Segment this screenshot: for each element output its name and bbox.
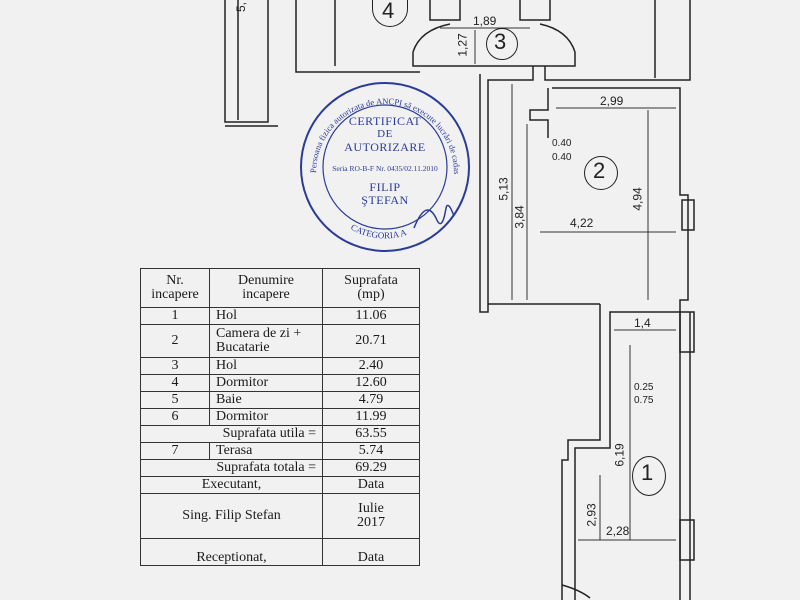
terrace-area: 5.74 xyxy=(322,442,420,460)
stamp-series: Seria RO-B-F Nr. 0435/02.11.2010 xyxy=(332,164,438,173)
header-name: Denumire incapere xyxy=(209,268,323,308)
wall-room-4-right xyxy=(295,0,420,73)
room-3-number: 3 xyxy=(494,29,507,54)
row-name: Hol xyxy=(209,307,323,325)
dim-label-0-40-bottom: 0.40 xyxy=(552,152,572,163)
room-2-number: 2 xyxy=(593,158,606,183)
executant-label: Executant, xyxy=(140,476,323,494)
dim-label-4-94: 4,94 xyxy=(630,187,645,211)
util-value: 63.55 xyxy=(322,425,420,443)
wall-room-2 xyxy=(529,88,549,138)
util-label: Suprafata utila = xyxy=(140,425,323,443)
table-row: 1 Hol 11.06 xyxy=(140,307,420,325)
stamp-line-de: DE xyxy=(377,128,393,140)
row-area: 12.60 xyxy=(322,374,420,392)
row-nr: 3 xyxy=(140,357,210,375)
table-row: 3 Hol 2.40 xyxy=(140,357,420,375)
terrace-nr: 7 xyxy=(140,442,210,460)
row-nr: 2 xyxy=(140,324,210,358)
dim-label-0-40-top: 0.40 xyxy=(552,138,572,149)
stamp-line-autorizare: AUTORIZARE xyxy=(344,140,426,154)
table-row-total: Suprafata totala = 69.29 xyxy=(140,459,420,477)
row-nr: 4 xyxy=(140,374,210,392)
row-area: 2.40 xyxy=(322,357,420,375)
dim-label-2-28: 2,28 xyxy=(606,524,630,538)
terrace-name: Terasa xyxy=(209,442,323,460)
executant-date-month: Iulie xyxy=(358,501,384,516)
table-row-util: Suprafata utila = 63.55 xyxy=(140,425,420,443)
row-name: Dormitor xyxy=(209,408,323,426)
wall-room-3 xyxy=(429,0,551,21)
stamp-circle: Persoana fizica autorizata de ANCPI să e… xyxy=(294,70,470,252)
dim-label-4-22: 4,22 xyxy=(570,216,594,230)
wall-corridor xyxy=(479,66,534,313)
dim-label-5-13: 5,13 xyxy=(496,177,511,201)
dim-label-0-25: 0.25 xyxy=(634,382,654,393)
wall-room-4 xyxy=(224,0,269,123)
table-row: 5 Baie 4.79 xyxy=(140,391,420,409)
room-1-circle xyxy=(632,456,666,496)
door-arc-room-3 xyxy=(412,23,576,53)
stamp-name-last: ŞTEFAN xyxy=(361,193,409,207)
stamp-name-first: FILIP xyxy=(369,180,401,194)
dim-label-5: 5, xyxy=(234,1,249,13)
total-value: 69.29 xyxy=(322,459,420,477)
signature xyxy=(413,204,455,229)
row-nr: 1 xyxy=(140,307,210,325)
row-area: 20.71 xyxy=(322,324,420,358)
dim-label-0-75: 0.75 xyxy=(634,395,654,406)
room-4-number: 4 xyxy=(382,0,395,23)
authorization-stamp: Persoana fizica autorizata de ANCPI să e… xyxy=(294,70,474,256)
table-row: 2 Camera de zi + Bucatarie 20.71 xyxy=(140,324,420,358)
executant-date: Iulie 2017 xyxy=(322,493,420,539)
row-name: Baie xyxy=(209,391,323,409)
row-name: Dormitor xyxy=(209,374,323,392)
receptionat-label: Receptionat, xyxy=(140,538,323,566)
dim-label-3-84: 3,84 xyxy=(512,205,527,229)
table-row-executant: Executant, Data xyxy=(140,476,420,494)
room-3-circle xyxy=(486,28,518,60)
room-area-table: Nr. incapere Denumire incapere Suprafata… xyxy=(140,268,420,566)
row-area: 11.06 xyxy=(322,307,420,325)
table-row-executant-name: Sing. Filip Stefan Iulie 2017 xyxy=(140,493,420,539)
row-name: Camera de zi + Bucatarie xyxy=(209,324,323,358)
total-label: Suprafata totala = xyxy=(140,459,323,477)
dim-label-1-89: 1,89 xyxy=(473,14,497,28)
header-area: Suprafata (mp) xyxy=(322,268,420,308)
executant-data-label: Data xyxy=(322,476,420,494)
row-area: 11.99 xyxy=(322,408,420,426)
executant-date-year: 2017 xyxy=(357,515,385,530)
table-row-receptionat: Receptionat, Data xyxy=(140,538,420,566)
row-nr: 6 xyxy=(140,408,210,426)
stamp-ring-bottom-text: CATEGORIA A xyxy=(349,222,408,241)
dim-label-6-19: 6,19 xyxy=(612,443,627,467)
table-row: 4 Dormitor 12.60 xyxy=(140,374,420,392)
dim-label-1-4: 1,4 xyxy=(634,316,651,330)
room-1-number: 1 xyxy=(641,460,654,485)
executant-name: Sing. Filip Stefan xyxy=(140,493,323,539)
dim-label-2-93: 2,93 xyxy=(584,503,599,527)
table-row: 6 Dormitor 11.99 xyxy=(140,408,420,426)
row-nr: 5 xyxy=(140,391,210,409)
row-area: 4.79 xyxy=(322,391,420,409)
table-row-terrace: 7 Terasa 5.74 xyxy=(140,442,420,460)
dim-label-2-99: 2,99 xyxy=(600,94,624,108)
dim-label-1-27: 1,27 xyxy=(455,33,470,57)
receptionat-data-label: Data xyxy=(322,538,420,566)
table-header-row: Nr. incapere Denumire incapere Suprafata… xyxy=(140,268,420,308)
header-nr: Nr. incapere xyxy=(140,268,210,308)
row-name: Hol xyxy=(209,357,323,375)
room-2-circle xyxy=(584,156,618,190)
stamp-line-certificat: CERTIFICAT xyxy=(348,114,422,128)
wall-room-1 xyxy=(561,304,601,600)
